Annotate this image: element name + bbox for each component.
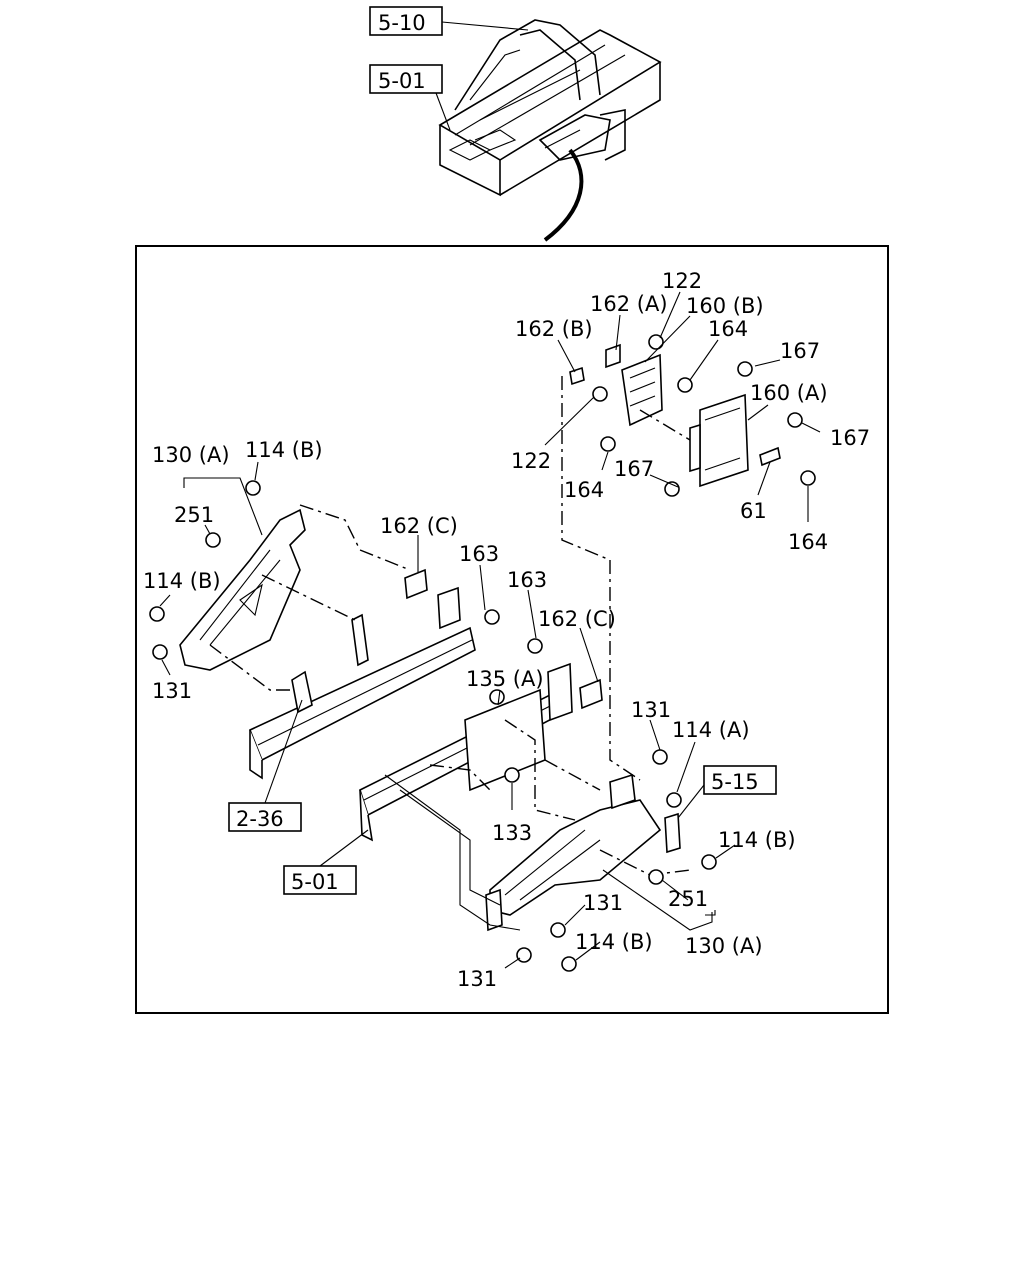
callout-251: 251 xyxy=(174,503,214,527)
vehicle-overview-illustration xyxy=(438,19,662,242)
right-bracket-assembly-illustration xyxy=(359,662,691,932)
callout-167: 167 xyxy=(614,457,654,481)
callout-162c: 162 (C) xyxy=(538,607,616,631)
left-bracket-assembly-illustration xyxy=(179,504,476,780)
ref-box-5-10[interactable]: 5-10 xyxy=(369,6,443,36)
callout-114b: 114 (B) xyxy=(575,930,653,954)
ref-box-5-01-top[interactable]: 5-01 xyxy=(369,64,443,94)
callout-131: 131 xyxy=(583,891,623,915)
callout-162a: 162 (A) xyxy=(590,292,668,316)
callout-122: 122 xyxy=(511,449,551,473)
bolt-icons-left xyxy=(149,480,500,660)
callout-131: 131 xyxy=(152,679,192,703)
ref-box-5-15[interactable]: 5-15 xyxy=(703,765,777,795)
callout-164: 164 xyxy=(564,478,604,502)
callout-114b: 114 (B) xyxy=(245,438,323,462)
detail-frame xyxy=(135,245,889,1014)
ref-box-label: 5-01 xyxy=(378,69,426,93)
ref-box-label: 5-10 xyxy=(378,11,426,35)
callout-160a: 160 (A) xyxy=(750,381,828,405)
callout-162b: 162 (B) xyxy=(515,317,593,341)
callout-167: 167 xyxy=(780,339,820,363)
callout-163: 163 xyxy=(459,542,499,566)
callout-251: 251 xyxy=(668,887,708,911)
ref-box-2-36[interactable]: 2-36 xyxy=(228,802,302,832)
callout-114b: 114 (B) xyxy=(718,828,796,852)
callout-114b: 114 (B) xyxy=(143,569,221,593)
callout-133: 133 xyxy=(492,821,532,845)
callout-160b: 160 (B) xyxy=(686,294,764,318)
callout-61: 61 xyxy=(740,499,767,523)
callout-131: 131 xyxy=(457,967,497,991)
ref-box-label: 5-01 xyxy=(291,870,339,894)
callout-163: 163 xyxy=(507,568,547,592)
callout-leaders xyxy=(159,291,821,969)
callout-164: 164 xyxy=(788,530,828,554)
callout-135a: 135 (A) xyxy=(466,667,544,691)
ref-box-label: 2-36 xyxy=(236,807,284,831)
callout-131: 131 xyxy=(631,698,671,722)
callout-167: 167 xyxy=(830,426,870,450)
callout-164: 164 xyxy=(708,317,748,341)
ref-box-5-01-detail[interactable]: 5-01 xyxy=(283,865,357,895)
mudguard-assembly-illustration xyxy=(561,343,781,781)
ref-box-label: 5-15 xyxy=(711,770,759,794)
callout-162c: 162 (C) xyxy=(380,514,458,538)
callout-130a: 130 (A) xyxy=(685,934,763,958)
callout-labels: 122 162 (A) 160 (B) 162 (B) 164 167 160 … xyxy=(143,269,870,991)
callout-114a: 114 (A) xyxy=(672,718,750,742)
callout-122: 122 xyxy=(662,269,702,293)
bolt-icons-upper xyxy=(592,334,816,497)
callout-130a: 130 (A) xyxy=(152,443,230,467)
bolt-icons-lower-right xyxy=(489,638,717,972)
